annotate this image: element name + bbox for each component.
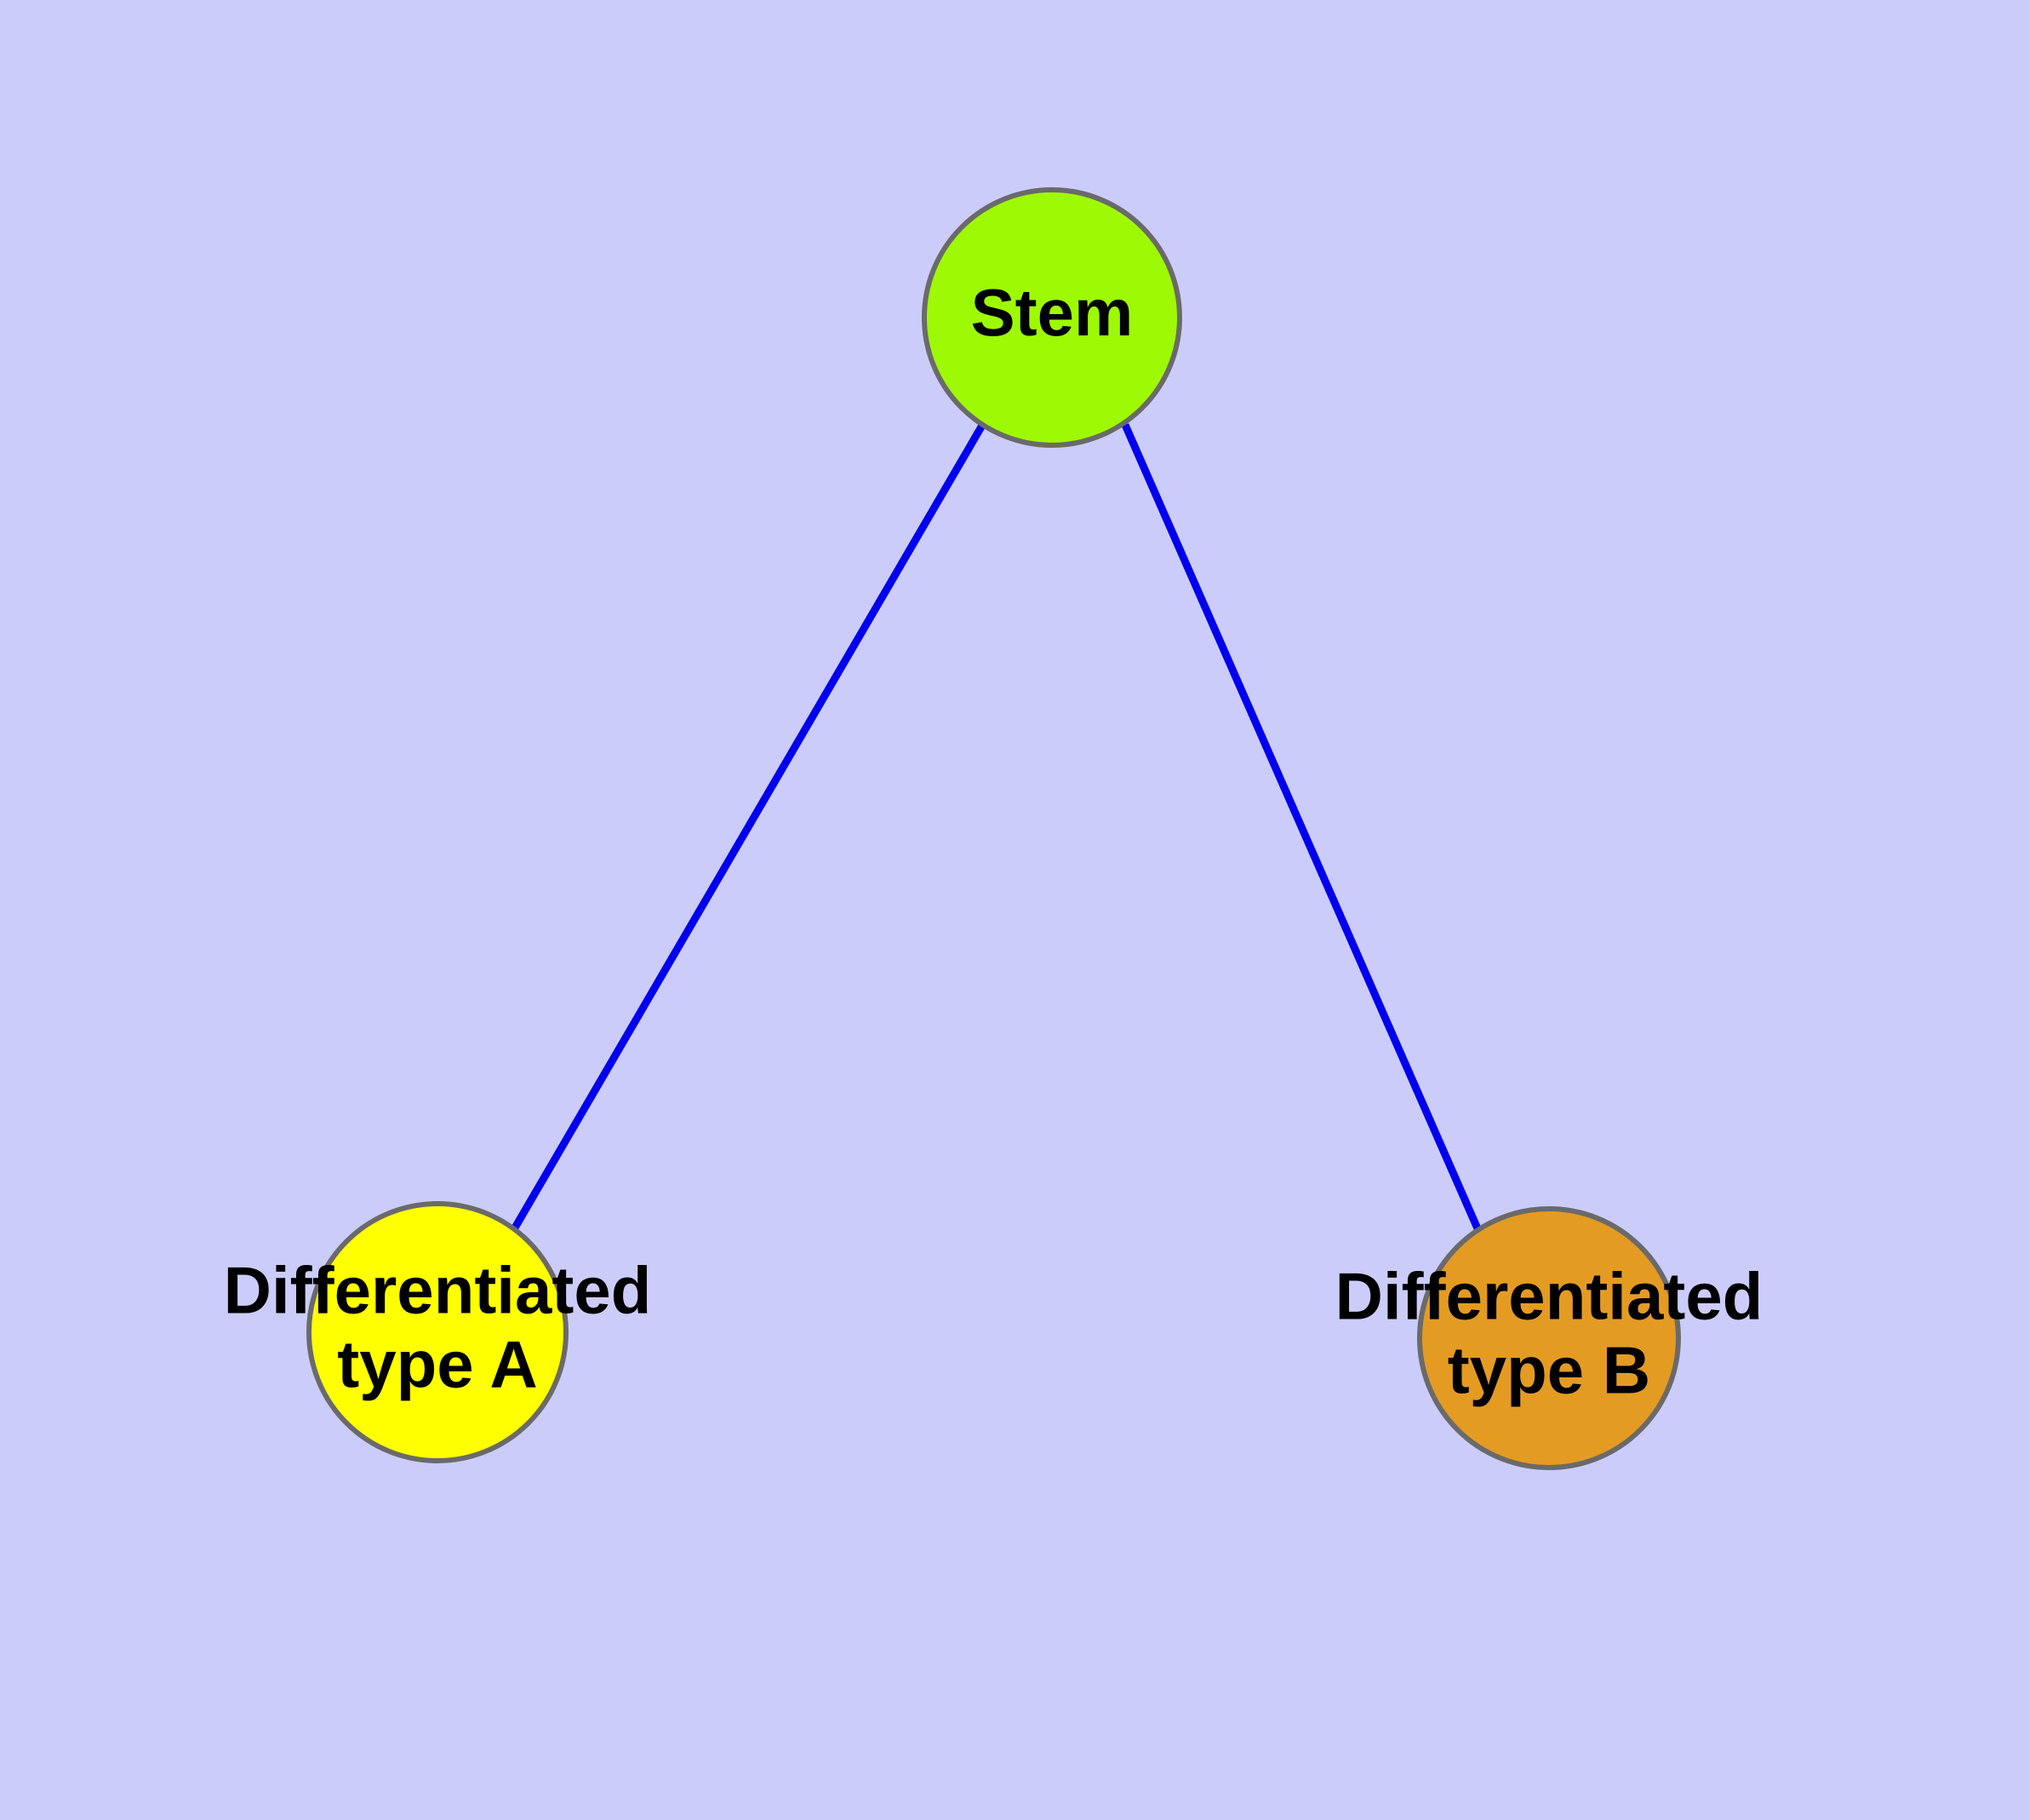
label-line: type A xyxy=(337,1326,538,1401)
edge-stem-to-diff-a[interactable] xyxy=(511,421,986,1232)
node-stem-label: Stem xyxy=(971,275,1134,350)
node-stem-circle[interactable] xyxy=(922,187,1182,448)
node-diff-b[interactable] xyxy=(1417,1206,1681,1470)
label-line: Differentiated xyxy=(224,1252,652,1327)
label-line: Differentiated xyxy=(1335,1258,1763,1333)
node-stem[interactable] xyxy=(922,187,1182,448)
node-diff-b-circle[interactable] xyxy=(1417,1206,1681,1470)
node-layer xyxy=(306,187,1681,1470)
edge-stem-to-diff-b[interactable] xyxy=(1121,423,1484,1236)
node-diff-a-circle[interactable] xyxy=(306,1201,569,1463)
label-line: Stem xyxy=(971,275,1134,350)
node-diff-a[interactable] xyxy=(306,1201,569,1463)
label-line: type B xyxy=(1448,1332,1650,1407)
edge-layer xyxy=(511,421,1484,1236)
